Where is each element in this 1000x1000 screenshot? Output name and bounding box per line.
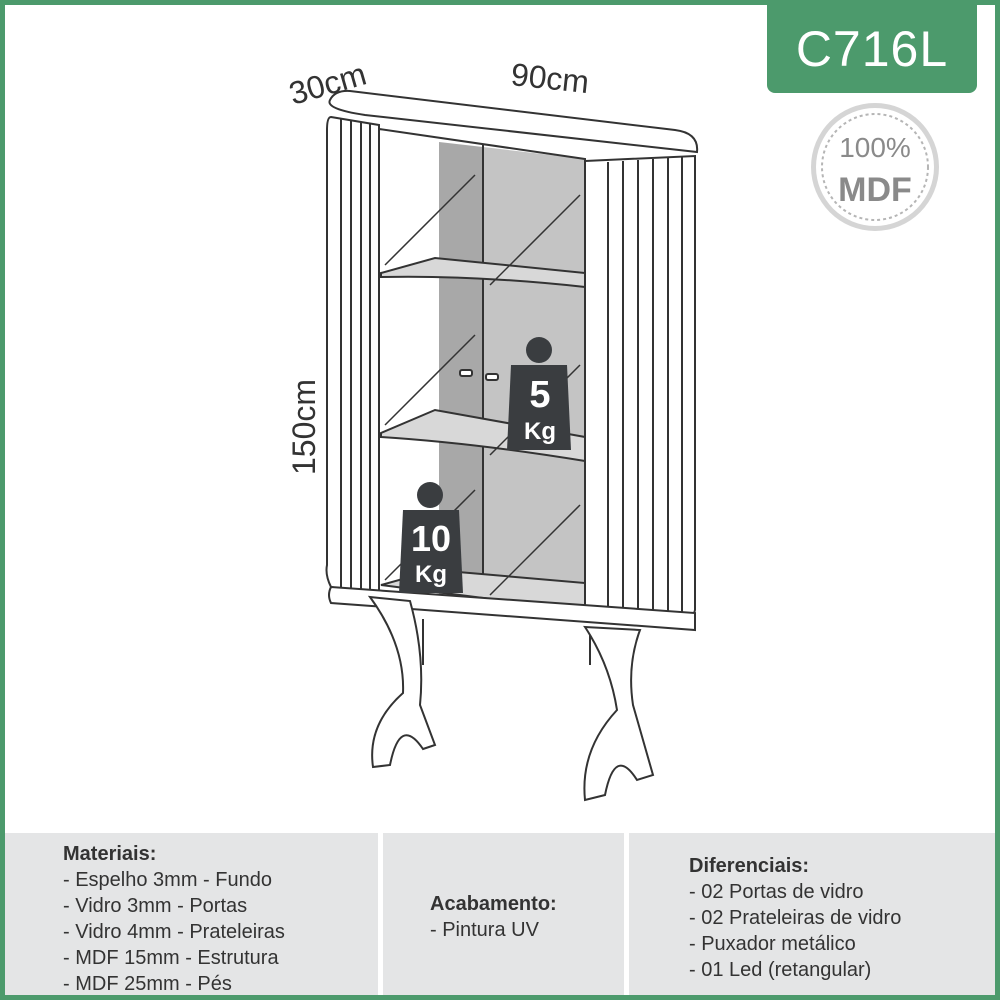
weight-10kg-icon: 10 Kg bbox=[399, 482, 463, 593]
weight-5-value: 5 bbox=[529, 374, 550, 416]
features-item: - 01 Led (retangular) bbox=[689, 959, 872, 981]
features-panel: Diferenciais: - 02 Portas de vidro - 02 … bbox=[629, 833, 995, 995]
finish-item: - Pintura UV bbox=[430, 919, 539, 941]
finish-panel: Acabamento: - Pintura UV bbox=[383, 833, 624, 995]
height-dimension: 150cm bbox=[286, 379, 322, 475]
materials-item: - Espelho 3mm - Fundo bbox=[63, 869, 272, 891]
cabinet-drawing: 100% MDF 30cm 90cm 150cm bbox=[285, 56, 939, 802]
width-dimension: 90cm bbox=[509, 56, 591, 100]
features-item: - 02 Prateleiras de vidro bbox=[689, 907, 902, 929]
weight-5-unit: Kg bbox=[524, 418, 556, 445]
materials-item: - Vidro 4mm - Prateleiras bbox=[63, 921, 285, 943]
mdf-badge-icon: 100% MDF bbox=[811, 103, 939, 231]
product-code: C716L bbox=[767, 5, 977, 93]
badge-material: MDF bbox=[838, 171, 912, 209]
features-item: - 02 Portas de vidro bbox=[689, 881, 864, 903]
materials-panel: Materiais: - Espelho 3mm - Fundo - Vidro… bbox=[5, 833, 378, 995]
weight-5kg-icon: 5 Kg bbox=[507, 337, 571, 450]
materials-item: - MDF 25mm - Pés bbox=[63, 973, 232, 995]
finish-title: Acabamento: bbox=[430, 893, 557, 915]
materials-item: - MDF 15mm - Estrutura bbox=[63, 947, 279, 969]
features-title: Diferenciais: bbox=[689, 855, 810, 877]
weight-10-unit: Kg bbox=[415, 561, 447, 588]
materials-item: - Vidro 3mm - Portas bbox=[63, 895, 248, 917]
cabinet-icon bbox=[325, 89, 699, 802]
materials-title: Materiais: bbox=[63, 843, 157, 865]
weight-10-value: 10 bbox=[411, 518, 451, 559]
features-item: - Puxador metálico bbox=[689, 933, 856, 955]
badge-percent: 100% bbox=[839, 132, 911, 163]
